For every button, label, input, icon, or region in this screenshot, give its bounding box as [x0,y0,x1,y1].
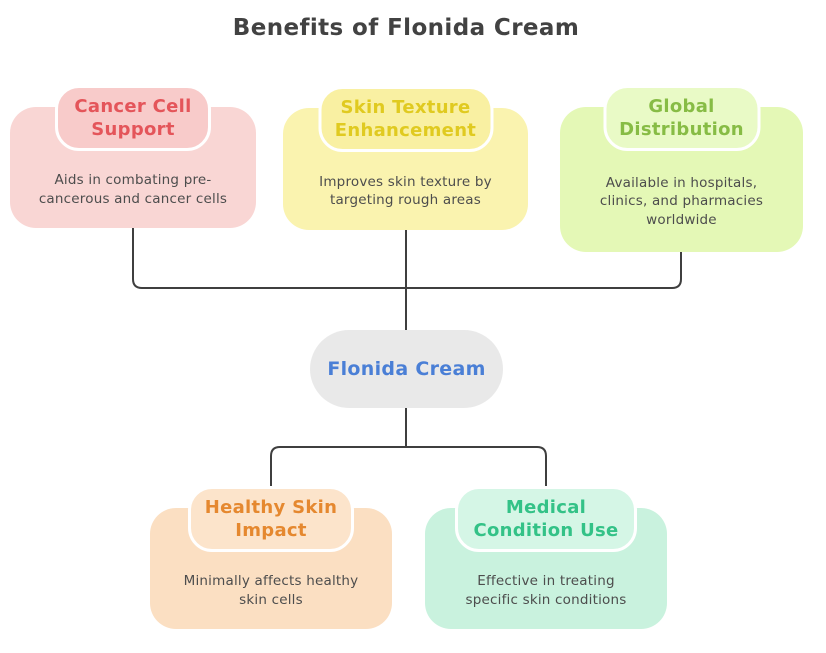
node-body-line: clinics, and pharmacies [599,193,764,210]
node-title-line: Condition Use [473,520,619,541]
node-body-line: targeting rough areas [329,192,482,208]
center-node-flonida-cream: Flonida Cream [310,330,503,408]
node-title-line: Cancer Cell [74,96,192,117]
node-header: Skin Texture Enhancement [318,86,493,152]
node-body-line: Aids in combating pre- [54,172,212,188]
node-body-line: Available in hospitals, [605,174,758,191]
node-body-line: cancerous and cancer cells [38,190,228,207]
node-title-line: Enhancement [334,120,477,141]
node-body: Aids in combating pre- cancerous and can… [10,107,256,228]
node-header: Medical Condition Use [455,486,637,552]
node-header: Global Distribution [603,85,760,151]
node-body-line: Improves skin texture by [319,173,492,190]
node-title-line: Impact [235,520,307,541]
node-title-line: Support [91,119,175,140]
node-title-line: Distribution [619,119,744,140]
node-title-line: Medical [505,497,587,518]
diagram-title: Benefits of Flonida Cream [232,15,580,41]
node-medical-condition-use: Effective in treating specific skin cond… [425,486,667,629]
node-header: Cancer Cell Support [55,85,211,151]
node-body-line: Minimally affects healthy [183,573,359,589]
bottom-connector-bar [270,446,547,486]
node-title-line: Global [648,96,715,117]
node-global-distribution: Available in hospitals, clinics, and pha… [560,85,803,252]
node-body-line: skin cells [239,591,303,608]
node-cancer-cell-support: Aids in combating pre- cancerous and can… [10,85,256,228]
node-title-line: Skin Texture [340,97,471,118]
node-title-line: Healthy Skin [204,497,338,518]
node-body-line: worldwide [646,211,717,228]
node-header: Healthy Skin Impact [188,486,354,552]
node-skin-texture-enhancement: Improves skin texture by targeting rough… [283,86,528,230]
node-body-line: Effective in treating [477,573,615,589]
center-node-label: Flonida Cream [327,358,486,380]
node-body: Available in hospitals, clinics, and pha… [560,107,803,252]
node-body-line: specific skin conditions [465,591,627,608]
node-healthy-skin-impact: Minimally affects healthy skin cells Hea… [150,486,392,629]
